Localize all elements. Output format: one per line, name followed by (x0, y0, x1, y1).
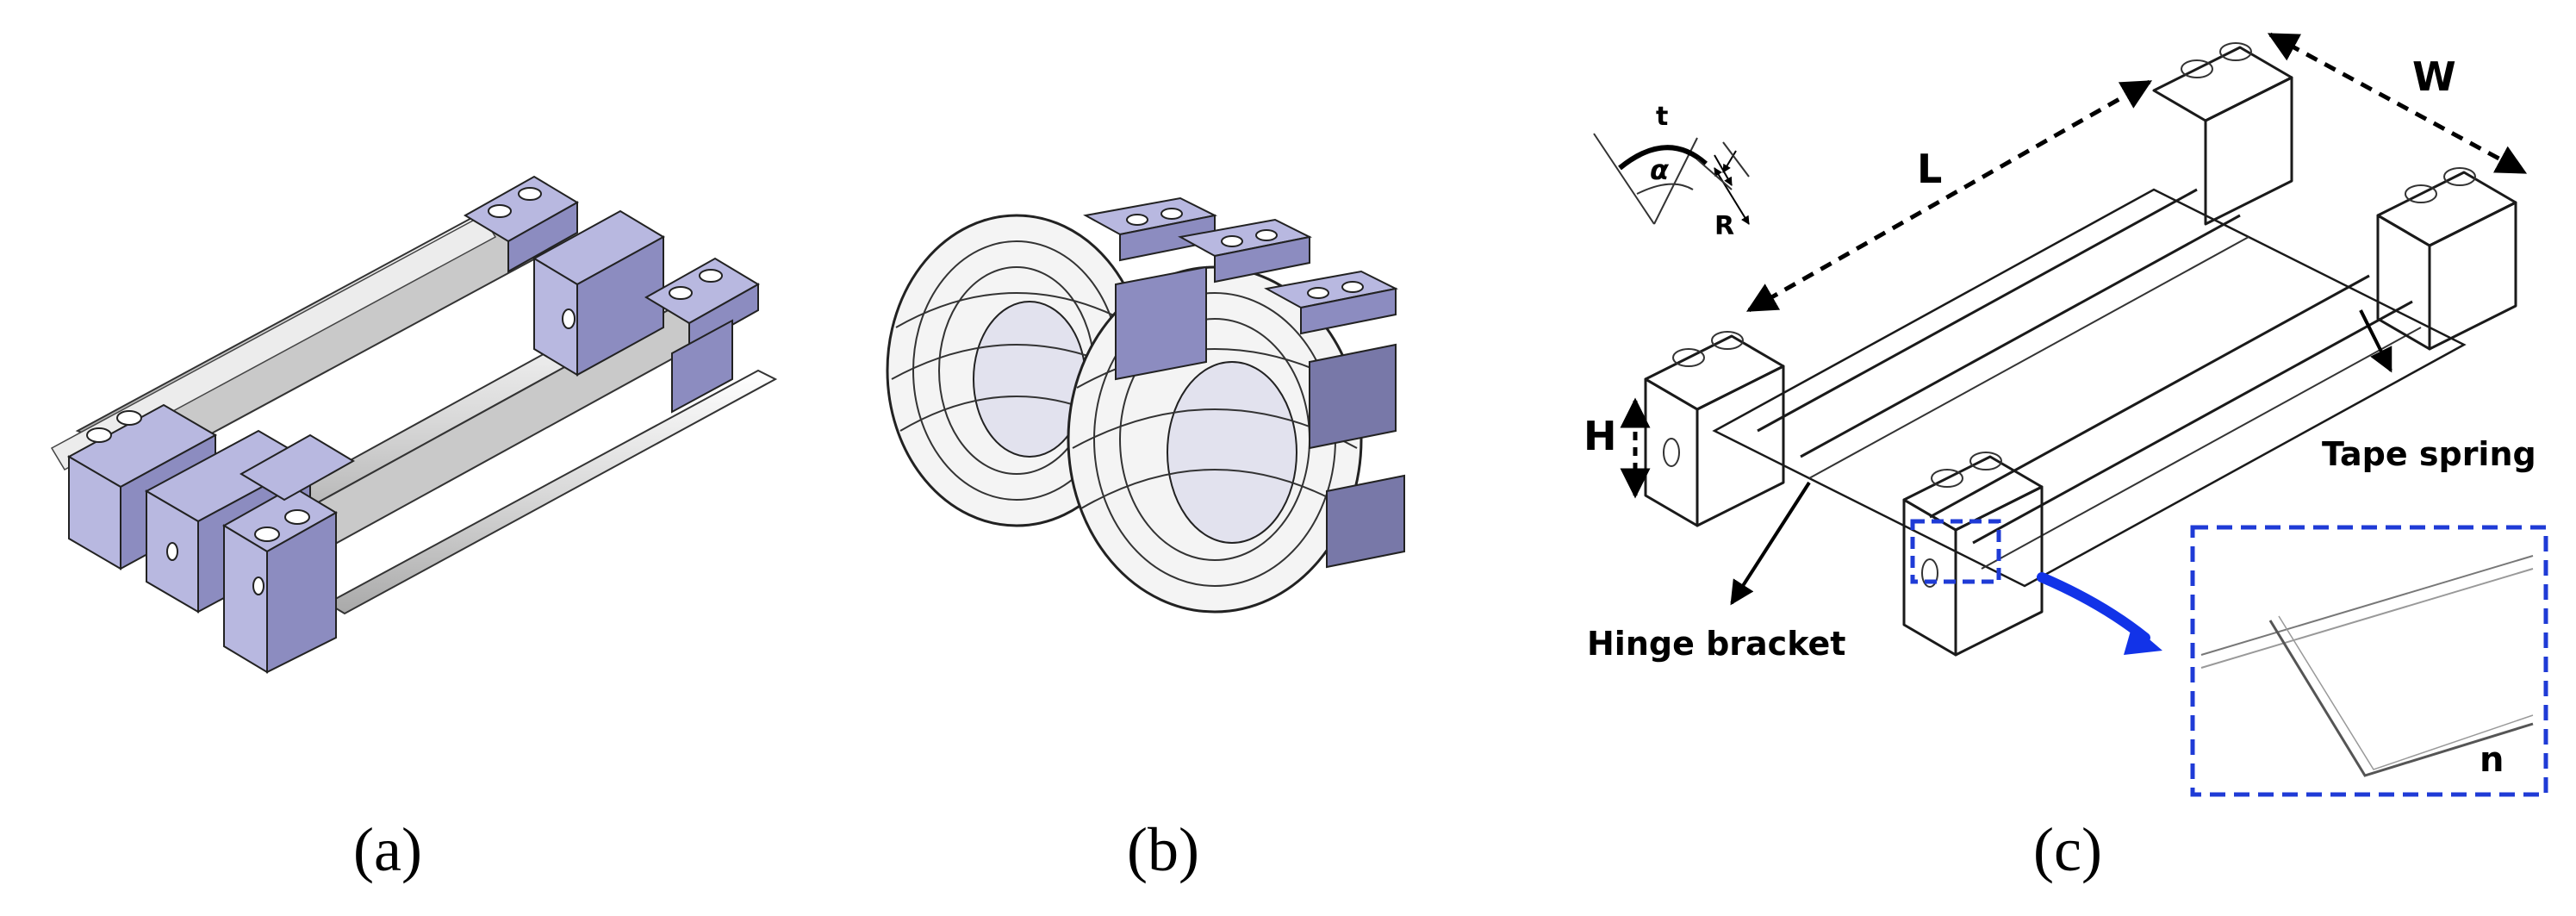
section-sketch (1593, 133, 1750, 225)
panel-a-illustration (50, 175, 778, 674)
panel-c-caption: (c) (2033, 815, 2102, 884)
dimension-height-label: H (1584, 413, 1617, 459)
panel-b-brackets (1083, 196, 1405, 569)
detail-callout-label: n (2480, 740, 2504, 780)
section-thickness-label: t (1656, 102, 1668, 132)
detail-highlight (1910, 519, 2548, 797)
panel-a-bracket-front (66, 403, 355, 674)
hinge-bracket-callout: Hinge bracket (1587, 625, 1845, 663)
panel-a-caption: (a) (353, 815, 422, 884)
panel-c-illustration (1593, 32, 2548, 797)
panel-b-illustration (886, 196, 1405, 614)
dimension-width-label: W (2412, 53, 2456, 100)
section-angle-label: α (1650, 153, 1670, 186)
section-radius-label: R (1714, 211, 1734, 241)
hinge-wireframe (1644, 42, 2517, 657)
dimension-length-label: L (1917, 146, 1942, 192)
panel-a-bracket-rear (464, 175, 760, 414)
tape-spring-callout: Tape spring (2322, 435, 2536, 473)
dimension-arrows (1620, 32, 2528, 606)
panel-b-caption: (b) (1127, 815, 1199, 884)
